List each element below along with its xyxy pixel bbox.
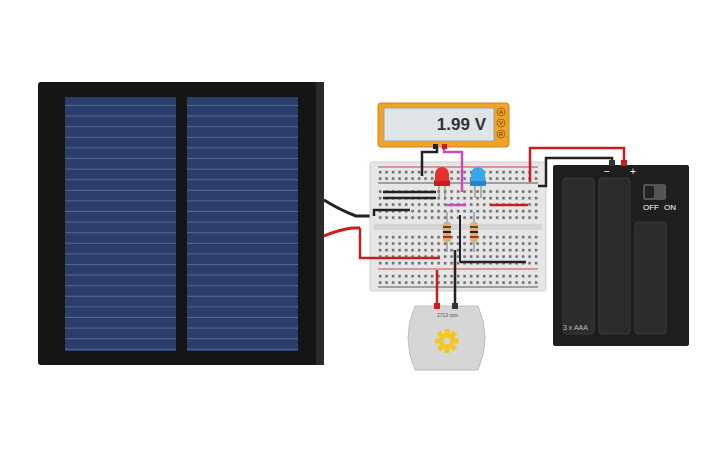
jumper-wire	[383, 197, 436, 200]
switch-label: OFF	[643, 204, 659, 212]
jumper-wire	[460, 261, 526, 264]
battery-type: 3 x AAA	[563, 324, 588, 331]
jumper-wire	[383, 191, 436, 194]
blue-led	[470, 167, 486, 198]
solar-panel	[38, 82, 324, 365]
meter-reading: 1.99 V	[437, 116, 486, 133]
resistor	[470, 212, 478, 252]
jumper-wire	[374, 210, 410, 216]
red-led	[434, 167, 450, 198]
motor-box: 2713 rpm	[403, 306, 491, 370]
resistor	[443, 212, 451, 252]
breadboard	[370, 162, 546, 291]
motor-speed: 2713 rpm	[437, 313, 458, 318]
red-wire	[324, 228, 360, 236]
jumper-wire	[360, 228, 440, 258]
battery-pack	[530, 148, 689, 346]
jumper-wire	[446, 204, 466, 207]
black-wire	[324, 200, 374, 216]
switch-label: ON	[664, 204, 676, 212]
jumper-wire	[459, 215, 461, 262]
mode-button-label: R	[499, 131, 503, 137]
terminal-sign: −	[604, 167, 610, 177]
battery-box: − + OFF ON 3 x AAA	[553, 165, 689, 346]
terminal-sign: +	[630, 167, 636, 177]
multimeter-box: 1.99 V AVR	[378, 103, 509, 147]
multimeter	[378, 103, 509, 192]
mode-button-label: A	[499, 109, 503, 115]
dc-motor	[408, 250, 485, 370]
mode-button-label: V	[499, 120, 503, 126]
jumper-wire	[490, 204, 528, 207]
